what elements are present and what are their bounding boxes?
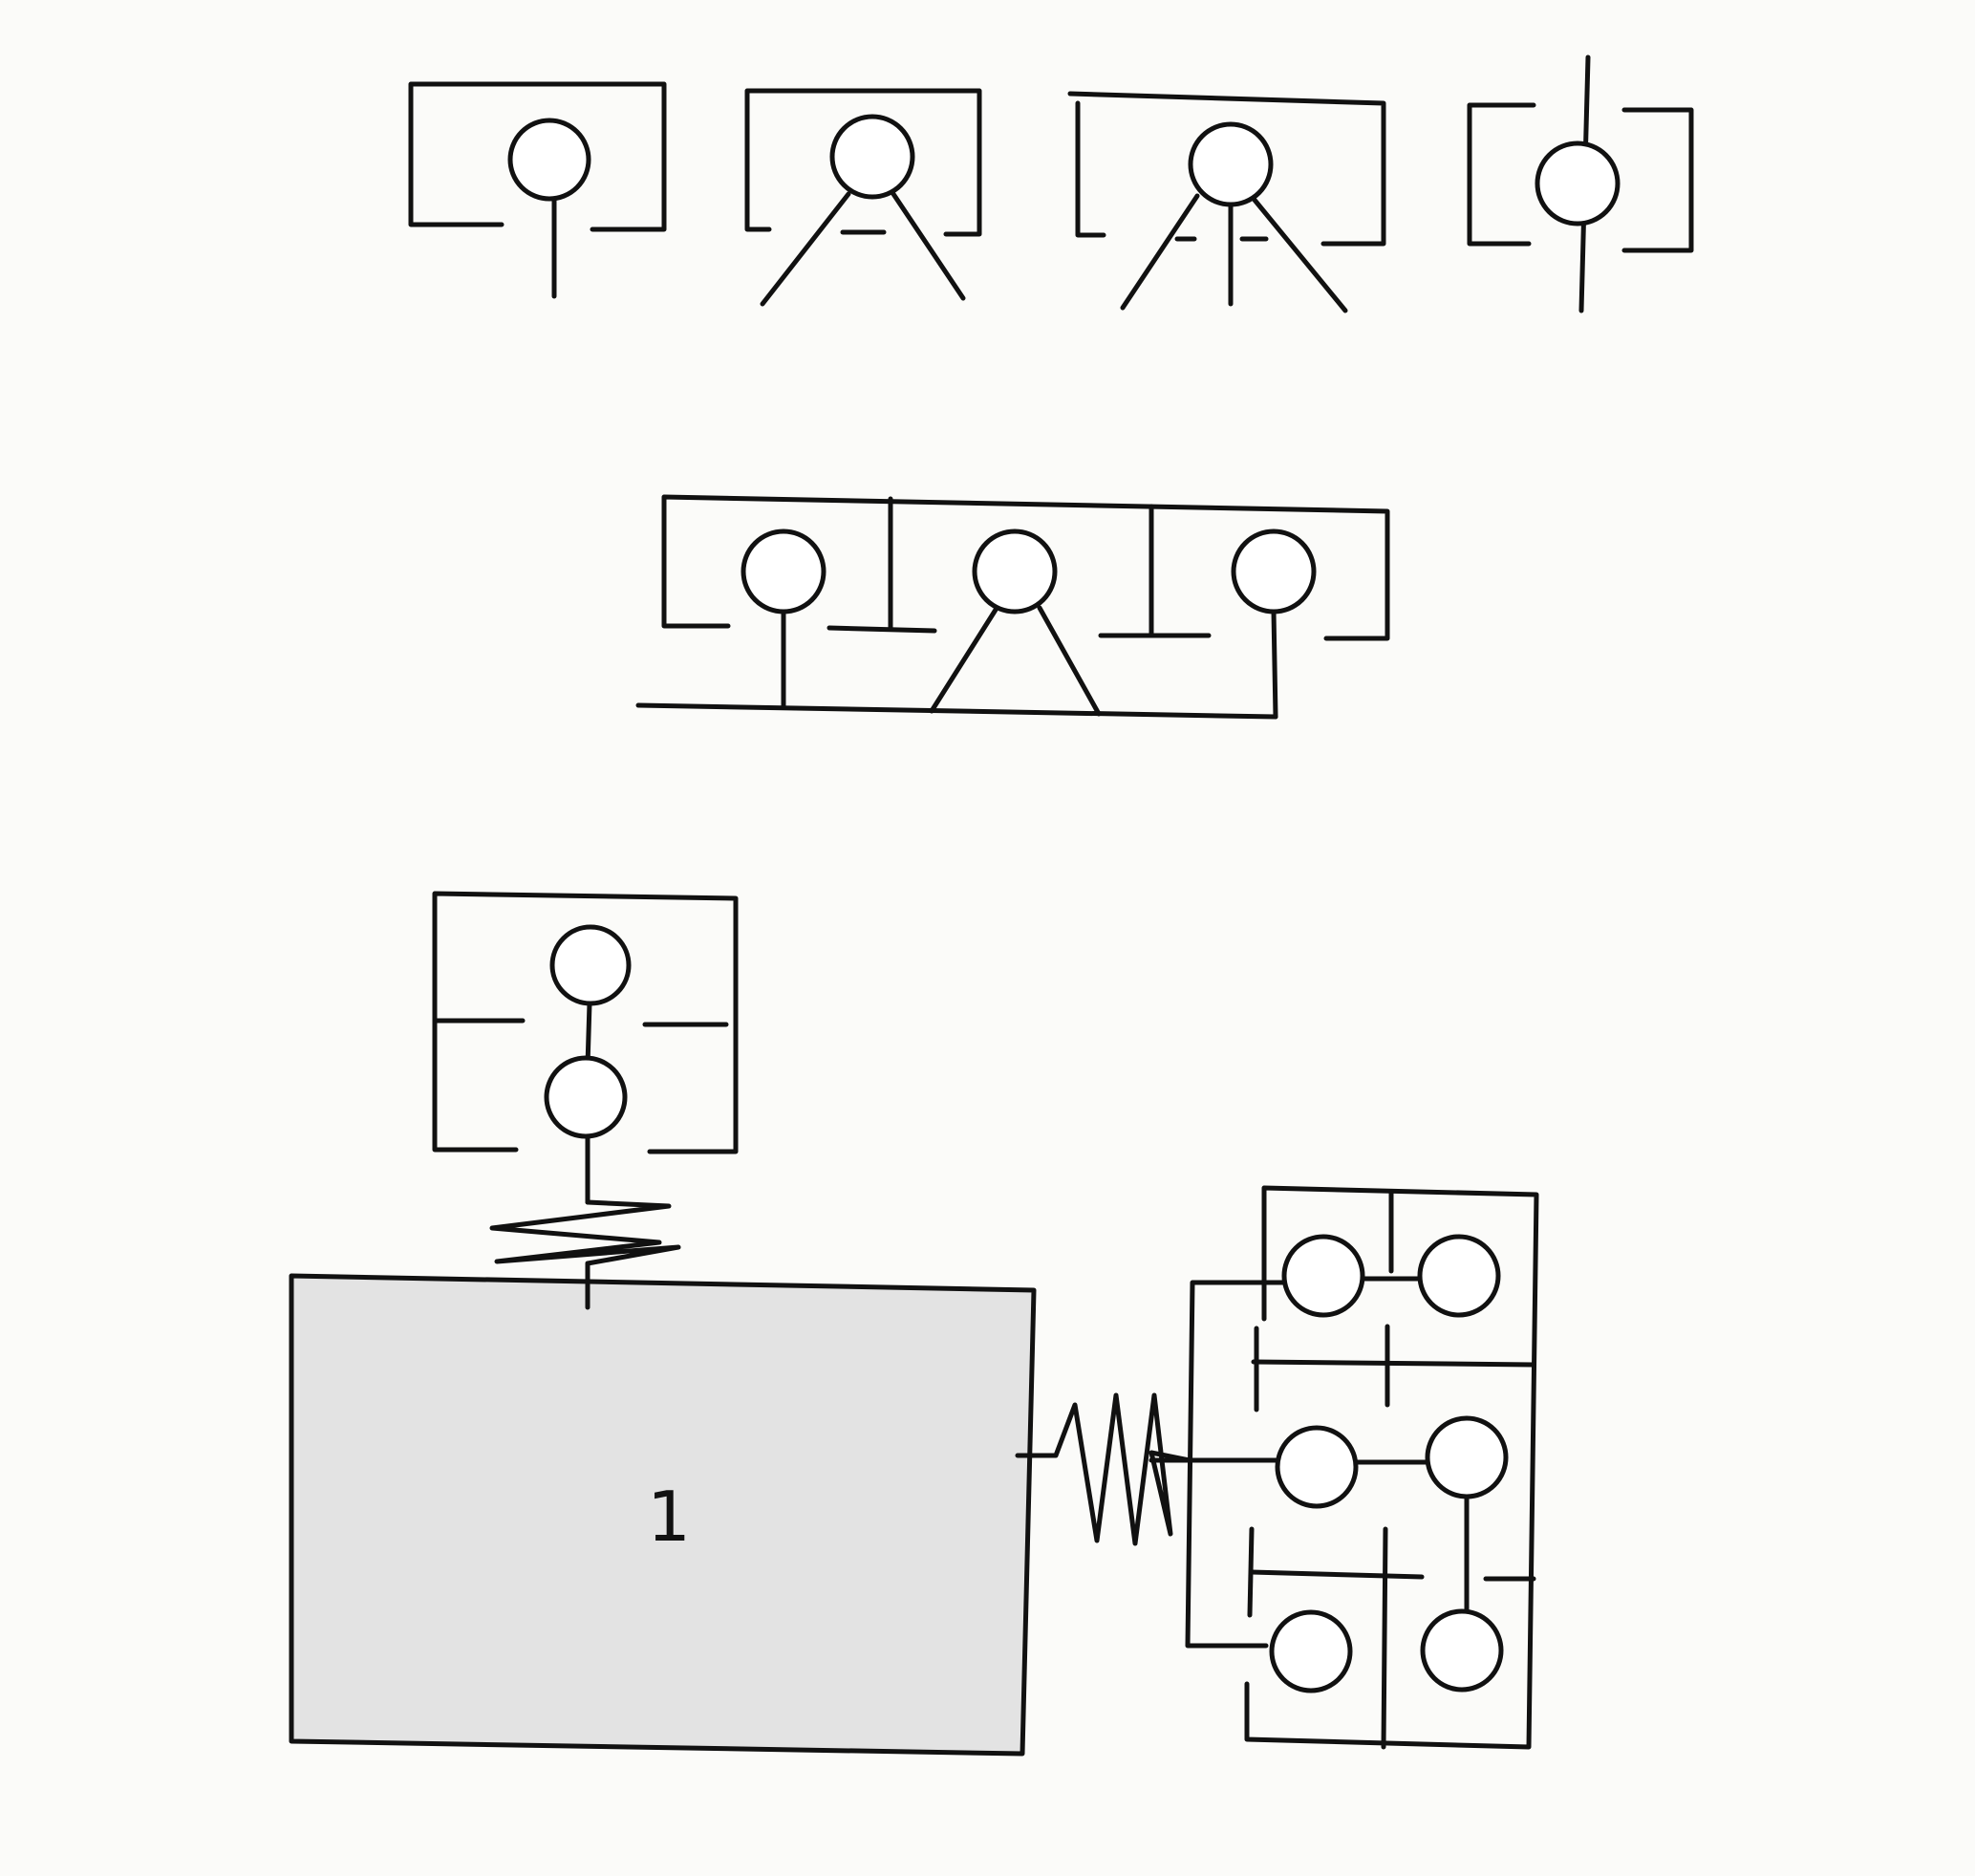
right-linkage-grid: [1149, 1185, 1539, 1750]
grid-node-top-left: [1281, 1234, 1365, 1318]
joint-node: [1188, 121, 1274, 207]
top-node-stack: [432, 891, 739, 1310]
outer-frame: [661, 494, 1390, 641]
left-rail: [1185, 1280, 1288, 1649]
body-block: 1: [289, 1273, 1037, 1757]
leg-right: [891, 191, 966, 301]
grid-hline-lower: [1249, 1569, 1425, 1580]
connector-rod: [585, 1001, 592, 1068]
joint-node: [507, 118, 591, 202]
leg-left: [1120, 193, 1200, 311]
bracket-frame: [408, 81, 667, 232]
combined-joint-chain: [635, 494, 1390, 720]
hatched-joint-node: [1535, 140, 1621, 226]
bracket-frame-left: [1075, 100, 1106, 238]
spring-vertical: [489, 1199, 681, 1310]
divider-foot-left: [826, 625, 937, 634]
joint-node-center: [972, 528, 1058, 615]
joint-symbol-hatched-through-rod: [1467, 54, 1694, 313]
joint-symbol-two-legs: [744, 88, 982, 307]
right-spring: [1015, 1392, 1192, 1546]
grid-node-mid-left: [1275, 1425, 1359, 1509]
leg-right: [1251, 196, 1348, 313]
joint-node-left: [741, 528, 826, 615]
leg-right: [1037, 605, 1102, 717]
leg-left: [760, 191, 851, 307]
bracket-left: [1467, 102, 1536, 247]
rod-right: [1271, 609, 1278, 720]
grid-frame-top: [1244, 1185, 1539, 1750]
body-block-rect: [289, 1273, 1037, 1757]
joint-symbol-single-rod: [408, 81, 667, 299]
stack-node-lower: [544, 1055, 628, 1139]
leg-left: [929, 607, 998, 714]
spring-horizontal: [1015, 1392, 1192, 1546]
body-label: 1: [647, 1477, 691, 1557]
joint-symbol-three-legs: [1067, 91, 1386, 313]
joint-node: [829, 114, 915, 200]
grid-hline-upper: [1251, 1359, 1536, 1368]
bracket-frame: [744, 88, 982, 237]
joint-node-right: [1231, 528, 1317, 615]
base-line: [635, 702, 1278, 720]
grid-node-mid-right: [1425, 1415, 1509, 1499]
grid-stub-lower: [1247, 1526, 1255, 1618]
grid-divider-low: [1381, 1526, 1388, 1750]
bracket-frame: [1067, 91, 1386, 247]
grid-node-bottom-right: [1420, 1608, 1504, 1693]
bracket-right: [1621, 107, 1694, 253]
grid-node-bottom-left: [1269, 1609, 1353, 1693]
grid-node-top-right: [1417, 1234, 1501, 1318]
stack-frame: [432, 891, 739, 1154]
stack-node-upper: [549, 924, 632, 1006]
